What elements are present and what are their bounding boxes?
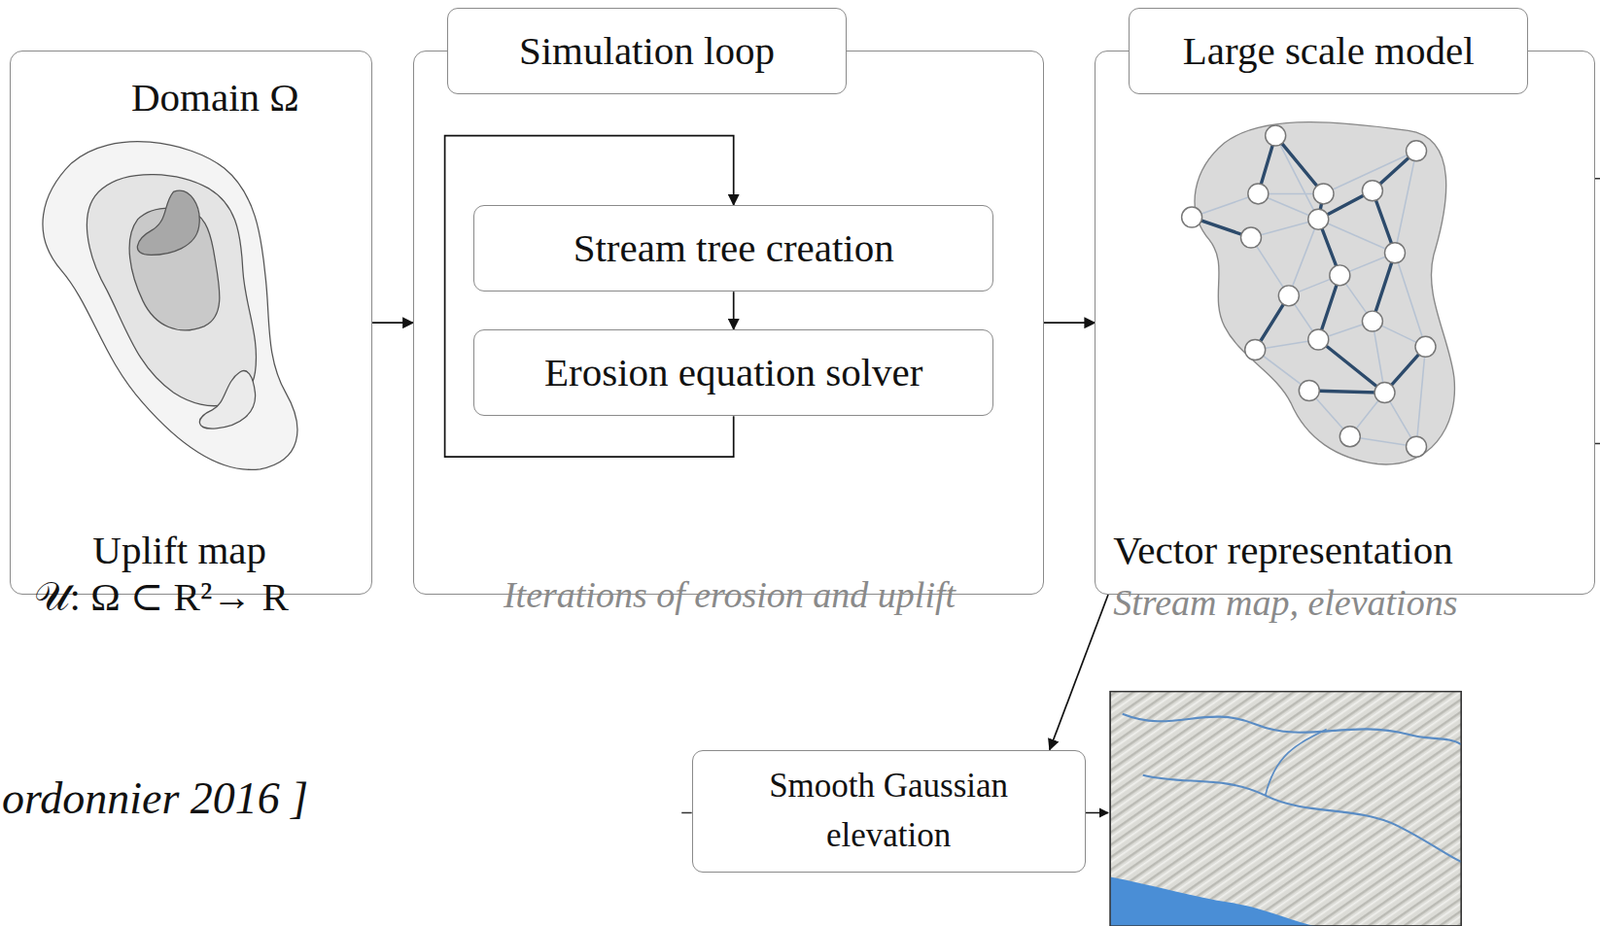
terrain-render	[1110, 692, 1461, 926]
panel-heading: Domain Ω	[10, 74, 419, 121]
panel-caption: Iterations of erosion and uplift	[414, 574, 1045, 618]
flow-arrow	[732, 291, 735, 330]
flow-arrow	[372, 321, 414, 324]
stream-graph-illustration	[1182, 122, 1456, 465]
process-box: Stream tree creation	[473, 205, 994, 292]
panel-title-tab: Simulation loop	[447, 7, 848, 95]
flow-arrow	[1043, 321, 1096, 324]
box-label: Smooth Gaussian elevation	[693, 762, 1085, 862]
formula: 𝒰: Ω ⊂ R²→ R	[34, 574, 289, 621]
box-label: Stream tree creation	[573, 225, 895, 272]
uplift-map-illustration	[42, 141, 298, 471]
model-panel: Large scale modelVector representationSt…	[1094, 50, 1595, 595]
panel-caption: Stream map, elevations	[1113, 582, 1458, 626]
panel-label: Vector representation	[1113, 527, 1453, 574]
input-panel: Domain ΩUplift map𝒰: Ω ⊂ R²→ R	[9, 50, 373, 595]
panel-title-tab: Large scale model	[1128, 7, 1530, 95]
panel-label: Uplift map	[10, 527, 348, 574]
simulation-panel: Simulation loopIterations of erosion and…	[413, 50, 1044, 595]
process-box: Erosion equation solver	[473, 329, 994, 417]
process-box: Smooth Gaussian elevation	[692, 750, 1086, 873]
flow-arrow	[1049, 594, 1109, 751]
citation-label: ordonnier 2016 ]	[1, 772, 309, 825]
box-label: Erosion equation solver	[544, 349, 923, 396]
